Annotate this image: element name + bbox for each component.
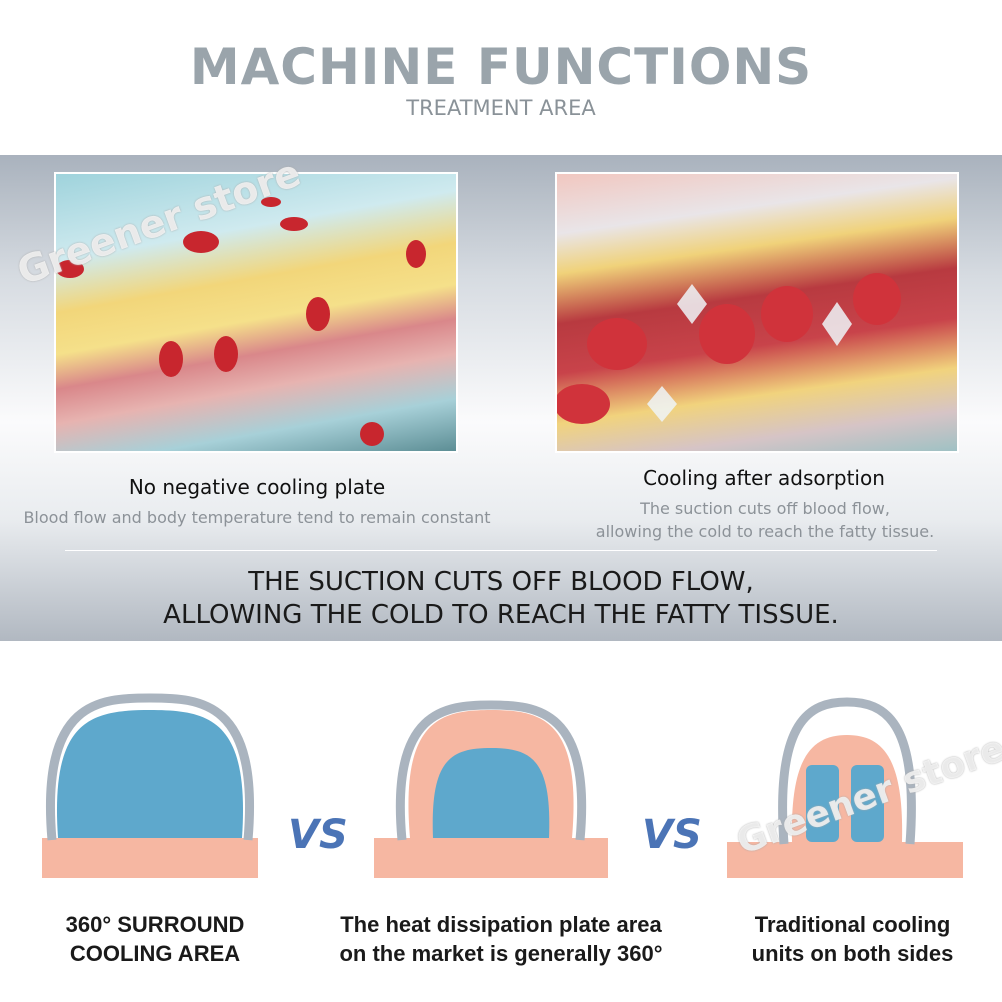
diagram-360-surround (42, 693, 258, 878)
description-line: The suction cuts off blood flow, (640, 499, 890, 518)
diagram-traditional (727, 697, 963, 878)
label-line: 360° SURROUND (65, 912, 245, 937)
panel-2-heading: Cooling after adsorption (643, 466, 885, 490)
label-line: Traditional cooling (754, 912, 951, 937)
label-360-surround: 360° SURROUND COOLING AREA (20, 910, 290, 968)
label-line: units on both sides (751, 941, 954, 966)
label-traditional: Traditional cooling units on both sides (720, 910, 985, 968)
vs-badge: VS (642, 812, 702, 858)
page-title: MACHINE FUNCTIONS (189, 38, 813, 96)
cooling-after-adsorption-image (555, 172, 959, 453)
vs-badge: VS (288, 812, 348, 858)
description-line: allowing the cold to reach the fatty tis… (595, 522, 935, 541)
blood-cells-ice-illustration (557, 273, 901, 424)
divider (65, 550, 937, 551)
panel-1-description: Blood flow and body temperature tend to … (23, 508, 491, 527)
blood-cells-illustration (56, 197, 426, 446)
label-line: COOLING AREA (69, 941, 241, 966)
label-line: on the market is generally 360° (339, 941, 663, 966)
label-market-360: The heat dissipation plate area on the m… (291, 910, 711, 968)
panel-1-heading: No negative cooling plate (128, 475, 386, 499)
comparison-diagrams (42, 693, 963, 878)
panel-2-description: The suction cuts off blood flow, allowin… (540, 497, 990, 543)
headline-line: THE SUCTION CUTS OFF BLOOD FLOW, (248, 567, 754, 597)
diagram-market-360 (374, 700, 608, 878)
page-subtitle: TREATMENT AREA (406, 96, 596, 120)
label-line: The heat dissipation plate area (340, 912, 662, 937)
headline: THE SUCTION CUTS OFF BLOOD FLOW, ALLOWIN… (0, 566, 1002, 632)
headline-line: ALLOWING THE COLD TO REACH THE FATTY TIS… (163, 600, 839, 630)
no-cooling-plate-image (54, 172, 458, 453)
